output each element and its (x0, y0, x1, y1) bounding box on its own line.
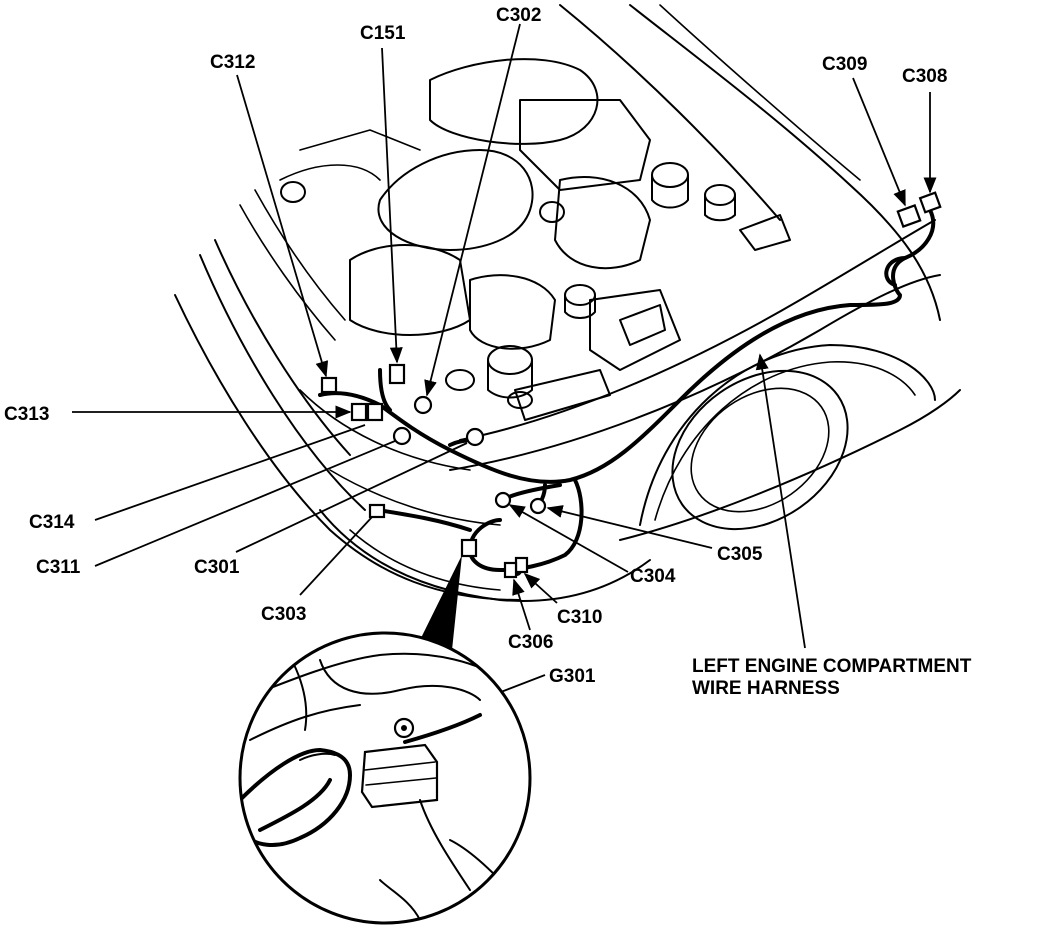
vehicle-body (174, 4, 961, 602)
connector-c314 (366, 402, 384, 422)
label-c314: C314 (29, 512, 75, 533)
caption-line-1: LEFT ENGINE COMPARTMENT (692, 656, 972, 677)
connector-c302 (413, 395, 433, 415)
label-c306: C306 (508, 632, 553, 653)
label-c304: C304 (630, 566, 676, 587)
connectors (320, 191, 942, 579)
label-g301: G301 (549, 666, 596, 687)
connector-labels: C151 C302 C312 C309 C308 C313 C314 C311 … (4, 5, 947, 687)
label-c305: C305 (717, 544, 763, 565)
label-c303: C303 (261, 604, 306, 625)
connector-c308 (918, 191, 942, 214)
label-c311: C311 (36, 557, 81, 578)
engine-block (279, 58, 791, 421)
label-c310: C310 (557, 607, 602, 628)
caption-line-2: WIRE HARNESS (692, 678, 840, 699)
connector-c312 (320, 376, 338, 394)
connector-c313 (350, 402, 368, 422)
connector-c311 (392, 426, 412, 446)
connector-c306 (503, 561, 518, 579)
leader-lines (72, 23, 937, 725)
connector-c301 (465, 427, 485, 447)
connector-c151 (388, 363, 406, 385)
detail-inset (238, 631, 532, 925)
label-c301: C301 (194, 557, 240, 578)
label-c312: C312 (210, 52, 255, 73)
connector-c310 (514, 556, 529, 574)
label-c151: C151 (360, 23, 406, 44)
connector-c305 (529, 497, 547, 515)
label-c309: C309 (822, 54, 867, 75)
connector-c309 (896, 203, 922, 229)
label-c302: C302 (496, 5, 541, 26)
connector-c303 (368, 503, 386, 519)
label-c308: C308 (902, 66, 947, 87)
label-c313: C313 (4, 404, 49, 425)
callout-wedge (420, 555, 462, 650)
connector-c304 (494, 491, 512, 509)
connector-g301 (460, 538, 478, 558)
harness-caption: LEFT ENGINE COMPARTMENT WIRE HARNESS (692, 656, 972, 699)
